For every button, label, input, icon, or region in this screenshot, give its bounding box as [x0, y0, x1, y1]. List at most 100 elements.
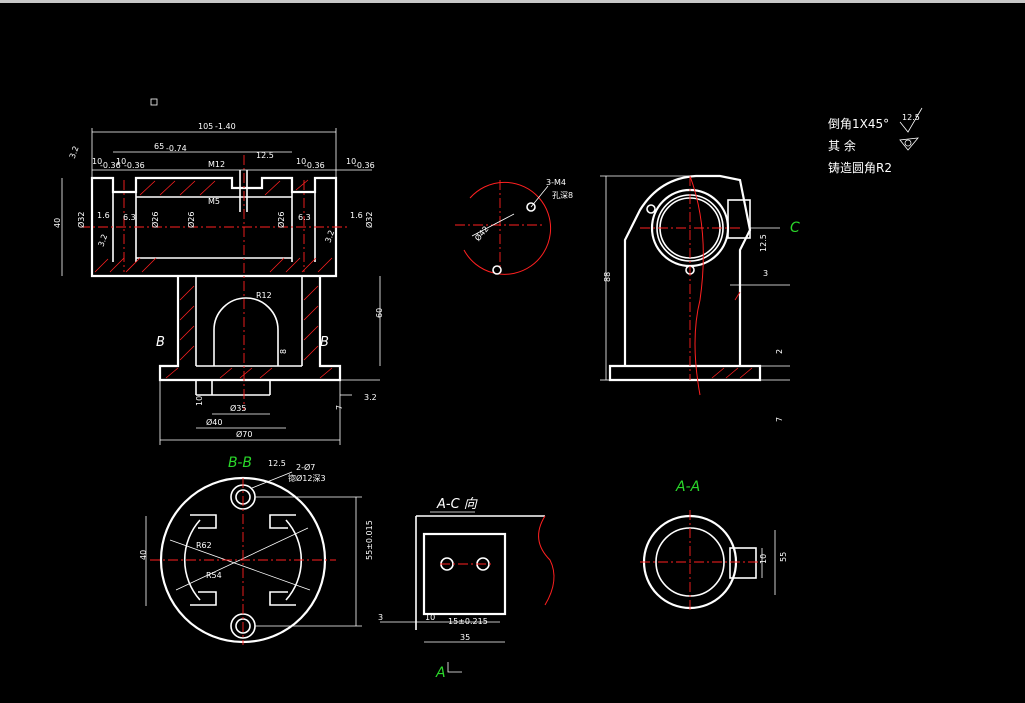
view-ac: A-C 向 3 10 15±0.215 35 A — [378, 497, 555, 681]
dim-right-flange-tol: -0.36 — [354, 161, 375, 170]
note-fillet: 铸造圆角R2 — [828, 160, 892, 175]
break-line — [538, 515, 555, 606]
leader — [530, 185, 549, 208]
rough-32-right: 3.2 — [323, 229, 336, 244]
dim-7-side: 7 — [775, 417, 784, 422]
pcd-arc — [463, 181, 552, 275]
note-chamfer: 倒角1X45° — [828, 117, 889, 131]
dim-60: 60 — [375, 308, 384, 318]
threaded-hole-icon — [526, 202, 536, 212]
dim-40: 40 — [53, 218, 62, 228]
dim-dia-35: Ø35 — [230, 403, 246, 413]
dim-bb-40: 40 — [139, 550, 148, 560]
rough-side: 12.5 — [759, 234, 768, 252]
dim-inner-right-tol: -0.36 — [304, 161, 325, 170]
dim-ac-10: 10 — [425, 613, 435, 622]
break-line — [689, 175, 704, 396]
section-mark-b-left: B — [156, 335, 165, 350]
arrow-icon — [447, 662, 462, 673]
hatch-top — [94, 179, 333, 273]
rough-63-left: 6.3 — [123, 213, 136, 222]
dim-left-flange-tol: -0.36 — [100, 161, 121, 170]
bb-holes-sub: 锪Ø12深3 — [288, 473, 326, 483]
dim-r12: R12 — [256, 291, 272, 300]
notes-block: 倒角1X45° 12.5 其 余 铸造圆角R2 — [828, 107, 923, 175]
bb-slot — [269, 514, 296, 529]
roughness-symbol-icon — [899, 107, 923, 133]
front-top-body — [90, 176, 338, 278]
dim-r54: R54 — [206, 571, 222, 580]
roughness-circle-icon — [904, 139, 912, 147]
bb-holes-note: 2-Ø7 — [296, 462, 315, 472]
side-hole-icon — [646, 204, 656, 214]
dim-2: 2 — [775, 349, 784, 354]
leader — [251, 471, 293, 489]
rough-bb: 12.5 — [268, 459, 286, 468]
dim-3: 3 — [763, 269, 768, 278]
side-view: 88 12.5 3 2 7 C — [600, 174, 800, 422]
view-arrow-c: C — [790, 220, 800, 236]
ac-block — [422, 532, 507, 616]
label-ac: A-C 向 — [436, 497, 478, 512]
dim-r62: R62 — [196, 541, 212, 550]
ucs-marker — [150, 98, 158, 106]
dim-line — [471, 213, 515, 237]
dim-line — [169, 539, 311, 591]
dim-inner-left: 10 — [116, 157, 126, 166]
dim-bb-55: 55±0.015 — [365, 520, 374, 560]
dim-65: 65 — [154, 142, 164, 151]
dim-line — [175, 527, 309, 591]
view-arrow-a: A — [435, 665, 446, 681]
section-aa: A-A 10 55 — [640, 479, 788, 612]
dim-inner-left-tol: -0.36 — [124, 161, 145, 170]
dim-bore-32-right: Ø32 — [364, 212, 374, 228]
rough-63-right: 6.3 — [298, 213, 311, 222]
dim-inner-right: 10 — [296, 157, 306, 166]
front-legs — [158, 276, 342, 382]
dim-bore-26: Ø26 — [150, 212, 160, 228]
dim-ac-35: 35 — [460, 633, 470, 642]
rough-top: 12.5 — [256, 151, 274, 160]
aa-slot — [729, 547, 757, 579]
dim-aa-55: 55 — [779, 552, 788, 562]
dim-bore-26-right: Ø26 — [276, 212, 286, 228]
threaded-hole-icon — [492, 265, 502, 275]
dim-m5: M5 — [208, 197, 220, 206]
dim-ac-15: 15±0.215 — [448, 617, 488, 626]
dim-10: 10 — [195, 396, 204, 406]
rough-bottom: 3.2 — [364, 393, 377, 402]
thread-depth: 孔深8 — [552, 191, 573, 200]
dim-m12: M12 — [208, 160, 225, 169]
label-aa: A-A — [675, 479, 700, 495]
dim-bore-32: Ø32 — [76, 212, 86, 228]
dim-pcd: Ø42 — [472, 224, 490, 243]
dim-dia-40: Ø40 — [206, 417, 222, 427]
roughness-symbol-icon — [899, 137, 919, 151]
window-top-border — [0, 0, 1025, 3]
side-slot — [727, 199, 751, 239]
rough-left-corner: 3.2 — [68, 145, 81, 160]
rough-32-left: 3.2 — [96, 233, 109, 248]
bb-slot — [190, 514, 217, 529]
note-rest: 其 余 — [828, 138, 856, 153]
dim-105: 105 — [198, 122, 213, 131]
dim-right-flange: 10 — [346, 157, 356, 166]
bb-slot — [190, 591, 217, 606]
dim-dia-70: Ø70 — [236, 429, 252, 439]
hole-pattern-view: 3-M4 孔深8 Ø42 — [455, 178, 573, 275]
note-chamfer-rough: 12.5 — [902, 113, 920, 122]
dim-65-tol: -0.74 — [166, 144, 187, 153]
dim-105-tol: -1.40 — [215, 122, 236, 131]
dim-7: 7 — [335, 405, 344, 410]
side-body — [623, 174, 752, 366]
section-mark-b-right: B — [320, 335, 329, 350]
hatch-side — [711, 291, 753, 379]
bb-slot — [269, 591, 296, 606]
front-view: 105 -1.40 65 -0.74 M12 M5 12.5 3.2 10 -0… — [53, 122, 384, 445]
bb-slot-left — [183, 519, 201, 601]
arch-opening — [213, 297, 279, 366]
hatch-legs — [165, 285, 333, 379]
label-bb: B-B — [228, 455, 252, 471]
